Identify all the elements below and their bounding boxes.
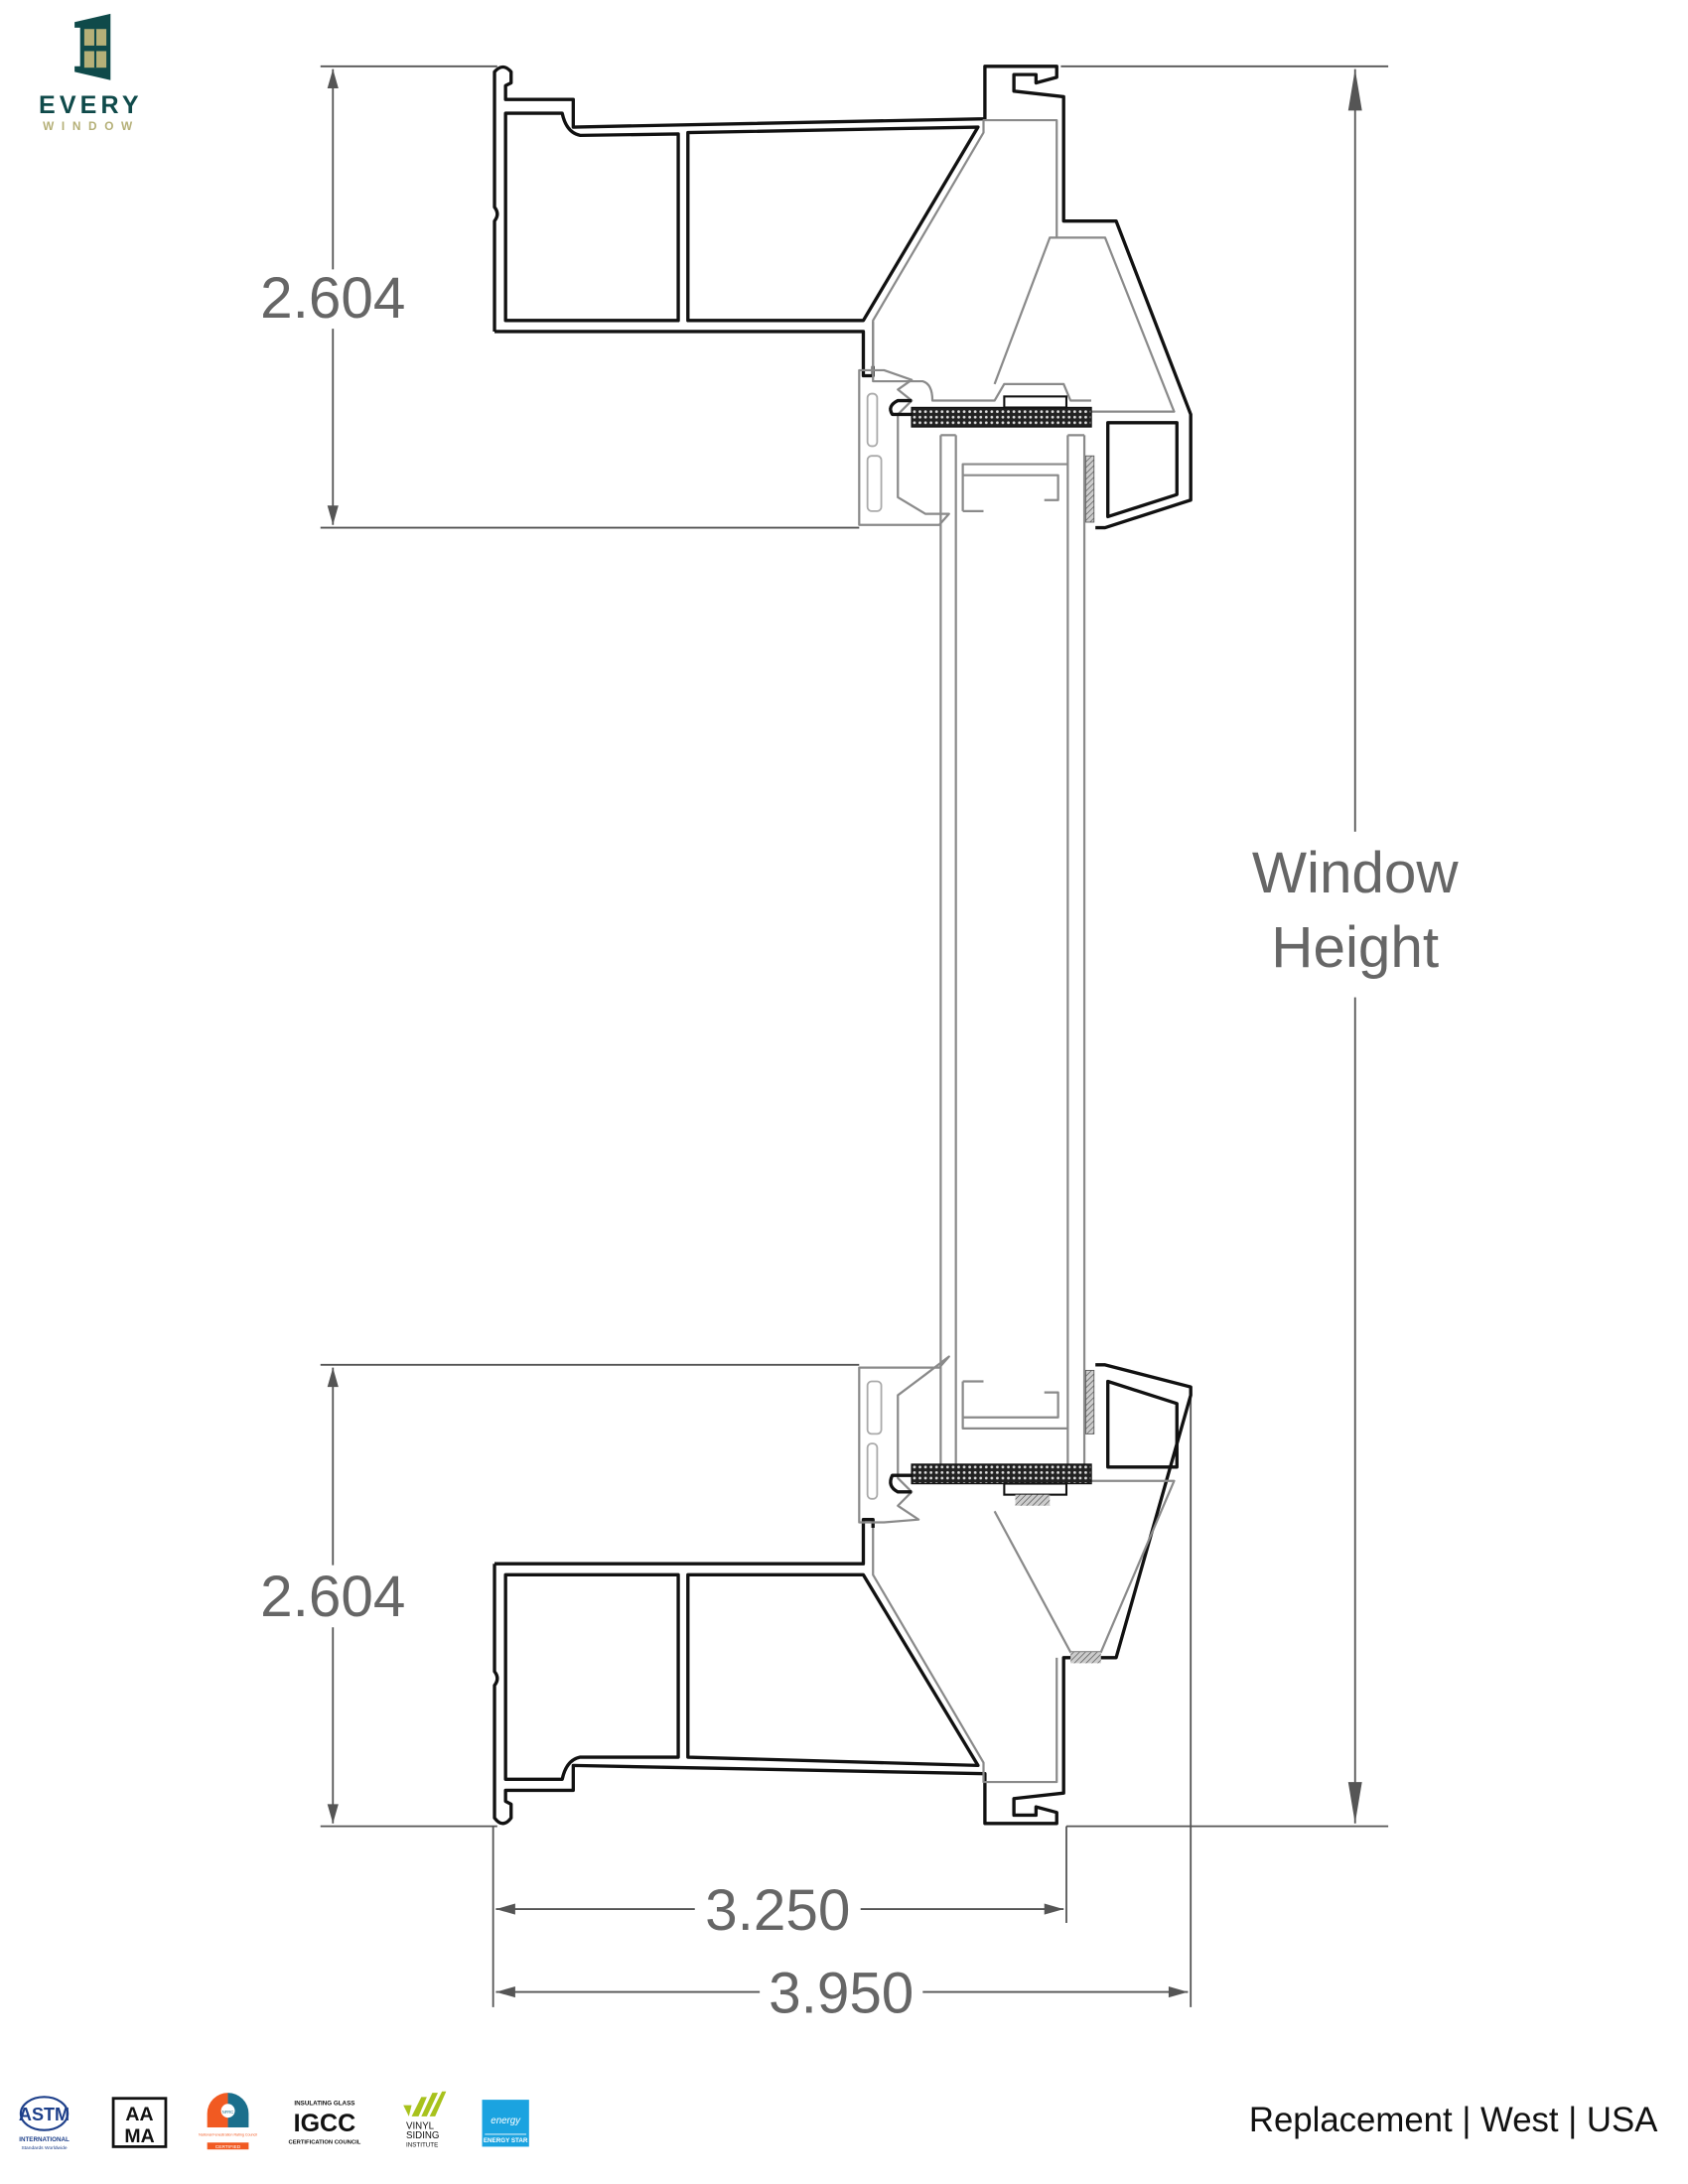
svg-text:energy: energy [491,2116,521,2126]
dimension-frame-depth-inner: 3.250 [492,1826,1067,2007]
dimension-label-height-1: Window [1252,841,1460,905]
sill-frame-profile [492,1355,1193,1826]
svg-text:ENERGY STAR: ENERGY STAR [484,2137,528,2144]
svg-text:Standards Worldwide: Standards Worldwide [21,2145,67,2151]
energy-star-logo: energy ENERGY STAR [482,2100,529,2147]
dimension-label-3950: 3.950 [769,1961,914,2025]
svg-text:CERTIFICATION COUNCIL: CERTIFICATION COUNCIL [289,2140,361,2146]
dimension-label-height-2: Height [1271,915,1439,980]
footer-caption: Replacement | West | USA [1249,2102,1658,2139]
svg-text:INSULATING GLASS: INSULATING GLASS [294,2101,354,2108]
svg-text:SIDING: SIDING [406,2130,439,2141]
head-frame-profile [492,65,1193,530]
svg-text:IGCC: IGCC [294,2110,356,2137]
astm-logo: ASTM INTERNATIONAL Standards Worldwide [19,2096,70,2151]
svg-text:ASTM: ASTM [19,2105,70,2124]
svg-text:VINYL: VINYL [406,2120,435,2131]
svg-text:INSTITUTE: INSTITUTE [406,2141,438,2148]
svg-text:National Fenestration Rating C: National Fenestration Rating Council [199,2132,257,2136]
dimension-frame-depth-overall: 3.950 [495,1395,1193,2025]
nfrc-logo: NFRC National Fenestration Rating Counci… [199,2093,257,2150]
dimension-bottom-sill: 2.604 [260,1363,860,1828]
aama-logo: AA MA [111,2097,168,2148]
dimension-label-top: 2.604 [260,266,405,331]
igcc-logo: INSULATING GLASS IGCC CERTIFICATION COUN… [289,2101,361,2146]
vinyl-siding-institute-logo: VINYL SIDING INSTITUTE [403,2091,447,2148]
logo-text-every: EVERY [39,91,143,119]
dimension-window-height: Window Height [1060,65,1460,1828]
svg-text:AA: AA [125,2104,153,2125]
svg-text:MA: MA [124,2125,154,2147]
dimension-label-bottom: 2.604 [260,1565,405,1629]
dimension-label-3250: 3.250 [705,1878,850,1943]
svg-text:CERTIFIED: CERTIFIED [215,2144,241,2150]
svg-text:NFRC: NFRC [222,2110,234,2115]
certification-logos: ASTM INTERNATIONAL Standards Worldwide A… [19,2091,529,2151]
insulated-glass-unit [939,434,1086,1465]
svg-text:INTERNATIONAL: INTERNATIONAL [19,2136,70,2143]
every-window-logo: EVERY WINDOW [39,13,143,133]
dimension-top-head: 2.604 [260,65,860,529]
logo-text-window: WINDOW [43,119,140,133]
